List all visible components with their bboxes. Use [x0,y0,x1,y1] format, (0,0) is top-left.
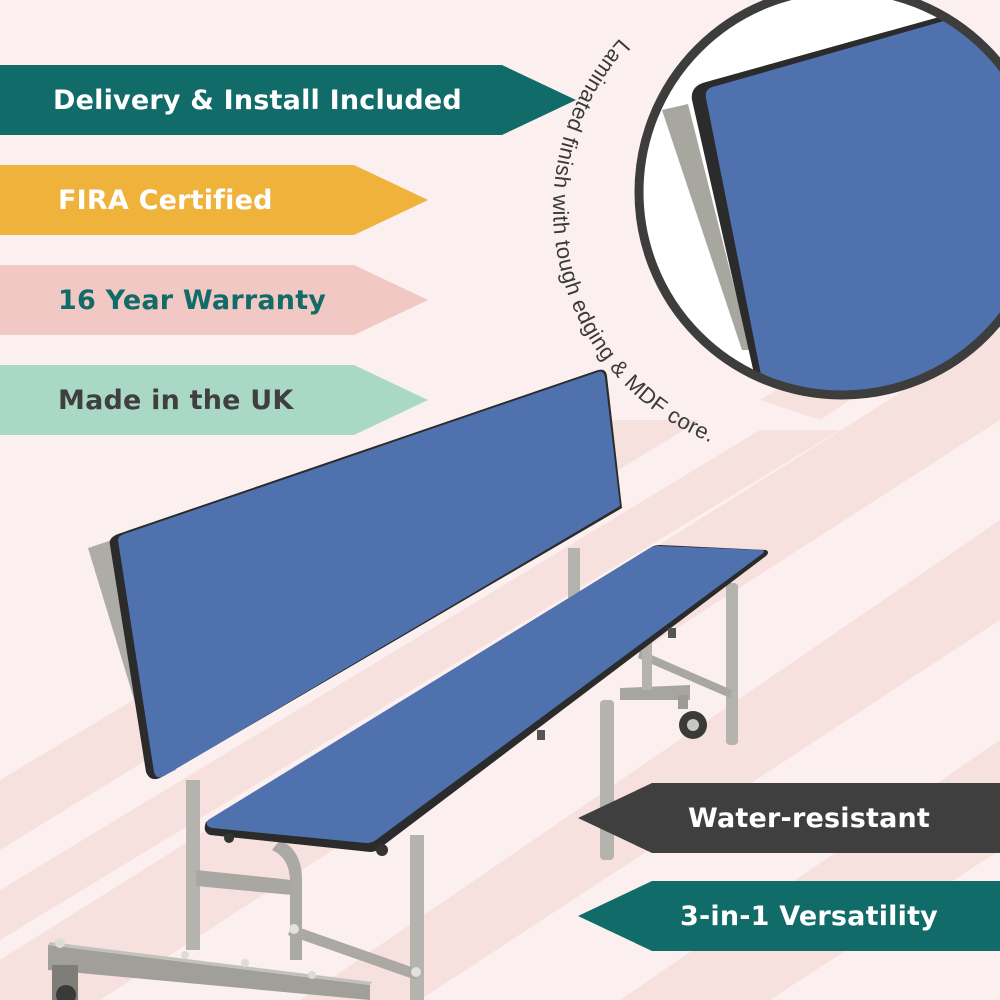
banner-label: Delivery & Install Included [53,84,462,116]
svg-text:Laminated finish with tough ed: Laminated finish with tough edging & MDF… [548,35,719,448]
banner-label: 16 Year Warranty [58,284,327,316]
banner-label: 3-in-1 Versatility [680,900,938,932]
banner-label: Made in the UK [58,384,294,416]
banner-versatility: 3-in-1 Versatility [578,881,1000,951]
banner-delivery-install: Delivery & Install Included [0,65,576,135]
banner-warranty: 16 Year Warranty [0,265,428,335]
callout-text: Laminated finish with tough edging & MDF… [548,35,718,448]
detail-zoom-circle [639,0,1000,395]
banner-made-in-uk: Made in the UK [0,365,428,435]
backrest-top [118,371,620,778]
banner-fira-certified: FIRA Certified [0,165,428,235]
seat-top [206,546,764,843]
banner-label: FIRA Certified [58,184,273,216]
banner-label: Water-resistant [687,802,931,834]
banner-water-resistant: Water-resistant [578,783,1000,853]
